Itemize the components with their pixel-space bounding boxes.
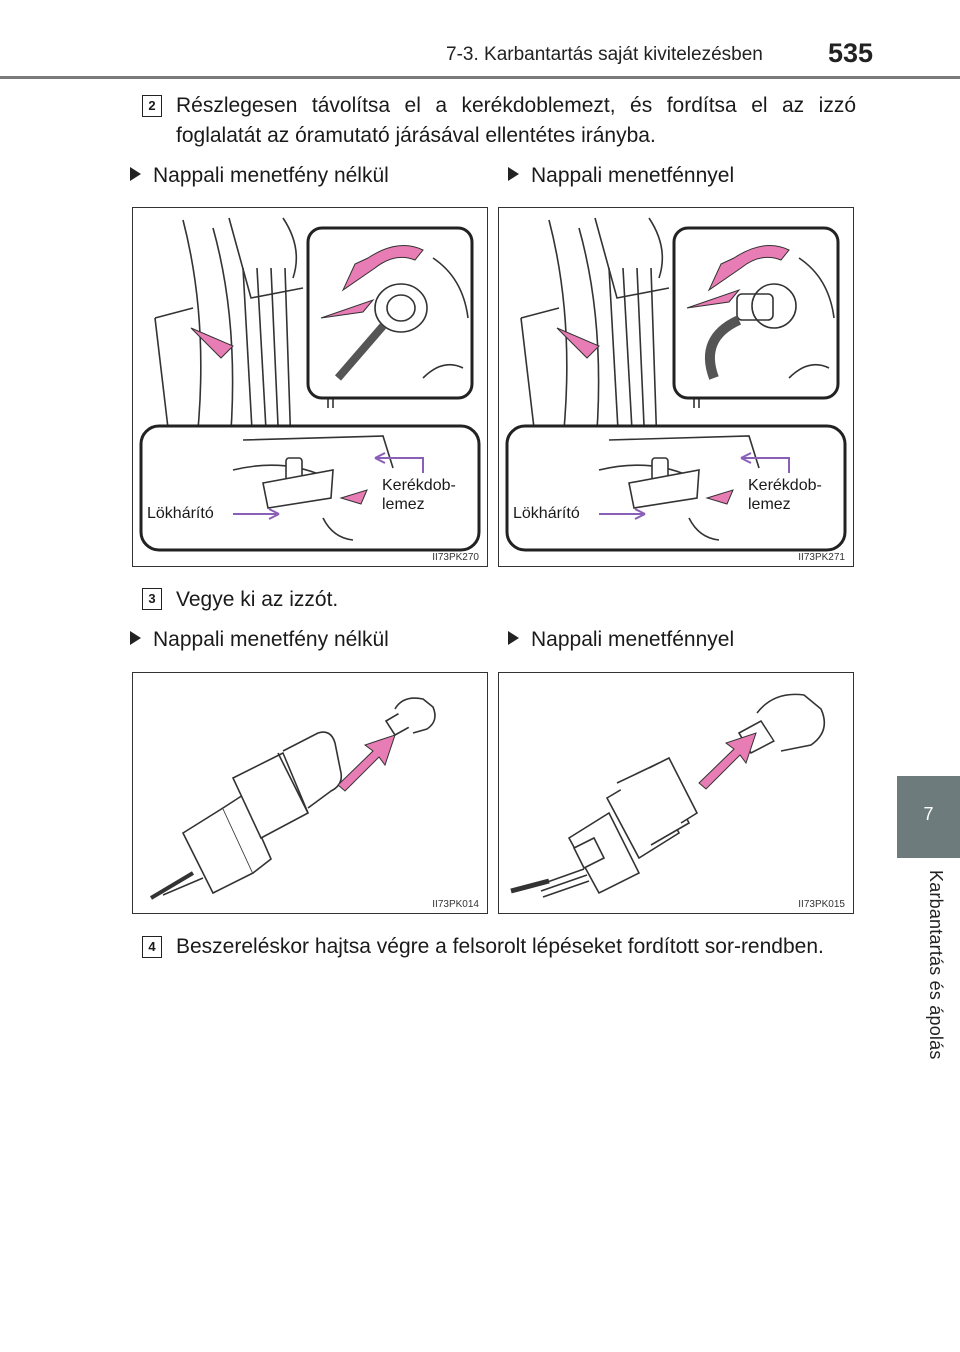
variant-label-text: Nappali menetfény nélkül [153, 164, 389, 187]
callout-wheel-liner-line1: Kerékdob- [748, 477, 822, 494]
triangle-bullet-icon [130, 631, 141, 645]
callout-wheel-liner-line2: lemez [748, 496, 791, 513]
step-number-4: 4 [142, 936, 162, 958]
callout-wheel-liner: Kerékdob-lemez [748, 476, 822, 514]
bulb-socket-illustration [149, 697, 436, 900]
variant-label-without-drl: Nappali menetfény nélkül [130, 164, 389, 188]
callout-wheel-liner: Kerékdob-lemez [382, 476, 456, 514]
figure-code: II73PK271 [796, 552, 847, 563]
step-2-text: Részlegesen távolítsa el a kerékdoblemez… [176, 94, 856, 147]
callout-wheel-liner-line2: lemez [382, 496, 425, 513]
step-number-3: 3 [142, 588, 162, 610]
callout-bumper: Lökhárító [147, 505, 214, 522]
variant-label-text: Nappali menetfény nélkül [153, 628, 389, 651]
chapter-number: 7 [923, 804, 934, 824]
figure-wheel-liner-with-drl: Lökhárító Kerékdob-lemez II73PK271 [498, 207, 854, 567]
callout-wheel-liner-line1: Kerékdob- [382, 477, 456, 494]
headlight-socket-illustration [139, 217, 481, 552]
variant-label-text: Nappali menetfénnyel [531, 164, 735, 187]
variant-label-with-drl: Nappali menetfénnyel [508, 164, 734, 188]
callout-bumper: Lökhárító [513, 505, 580, 522]
step-4-text: Beszereléskor hajtsa végre a felsorolt l… [176, 935, 824, 958]
page-number: 535 [828, 38, 874, 68]
figure-code: II73PK015 [796, 899, 847, 910]
variant-label-text: Nappali menetfénnyel [531, 628, 735, 651]
bulb-socket-illustration [510, 693, 826, 898]
figure-wheel-liner-no-drl: Lökhárító Kerékdob-lemez II73PK270 [132, 207, 488, 567]
chapter-label: Karbantartás és ápolás [926, 870, 946, 1060]
header-rule [0, 76, 960, 79]
variant-label-without-drl: Nappali menetfény nélkül [130, 628, 389, 652]
headlight-socket-illustration [505, 217, 847, 552]
triangle-bullet-icon [508, 167, 519, 181]
variant-label-with-drl: Nappali menetfénnyel [508, 628, 734, 652]
triangle-bullet-icon [508, 631, 519, 645]
figure-code: II73PK014 [430, 899, 481, 910]
header-title: 7-3. Karbantartás saját kivitelezésben [446, 44, 763, 65]
step-3-text: Vegye ki az izzót. [176, 588, 339, 611]
chapter-tab: 7 [897, 776, 960, 858]
triangle-bullet-icon [130, 167, 141, 181]
step-number-2: 2 [142, 95, 162, 117]
figure-bulb-removal-with-drl: II73PK015 [498, 672, 854, 914]
figure-bulb-removal-no-drl: II73PK014 [132, 672, 488, 914]
figure-code: II73PK270 [430, 552, 481, 563]
